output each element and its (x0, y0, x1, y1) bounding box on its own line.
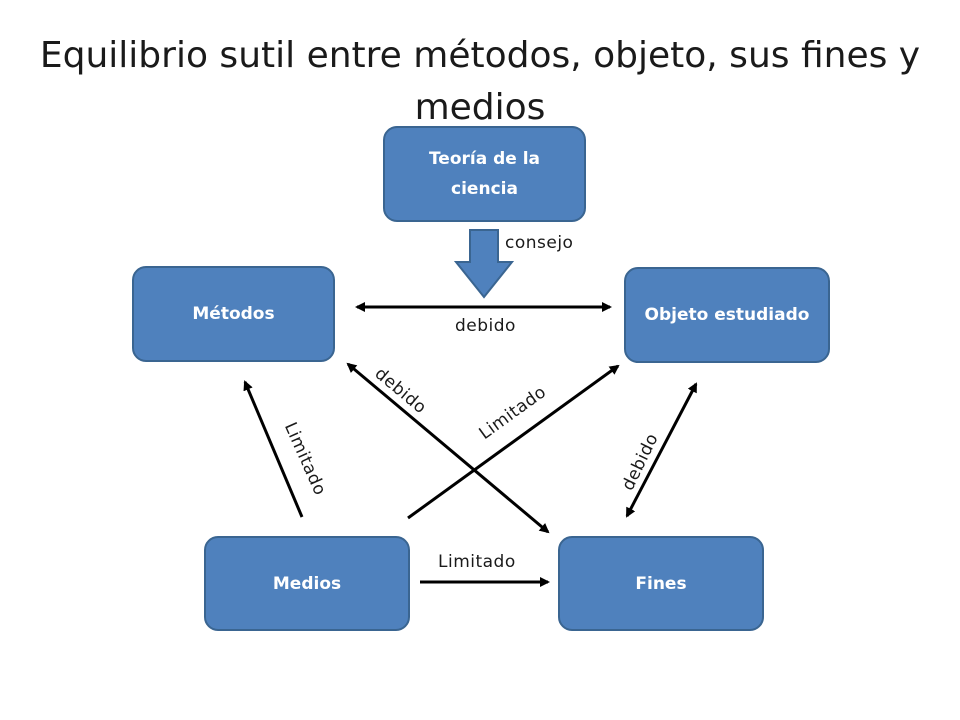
edge-label-consejo: consejo (505, 233, 574, 253)
page-title: Equilibrio sutil entre métodos, objeto, … (39, 35, 921, 128)
arrow-medios-metodos (243, 380, 304, 518)
node-medios: Medios (204, 536, 410, 631)
node-fines: Fines (558, 536, 764, 631)
node-objeto-estudiado: Objeto estudiado (624, 267, 830, 363)
edge-label-medios-fines: Limitado (438, 552, 516, 572)
node-teoria-de-la-ciencia: Teoría de la ciencia (383, 126, 586, 222)
node-metodos: Métodos (132, 266, 335, 362)
consejo-block-arrow (453, 229, 515, 299)
arrow-medios-objeto (407, 364, 620, 520)
arrow-metodos-fines (346, 362, 550, 534)
edge-label-metodos-objeto: debido (455, 316, 516, 336)
arrow-fines-objeto (625, 382, 698, 518)
